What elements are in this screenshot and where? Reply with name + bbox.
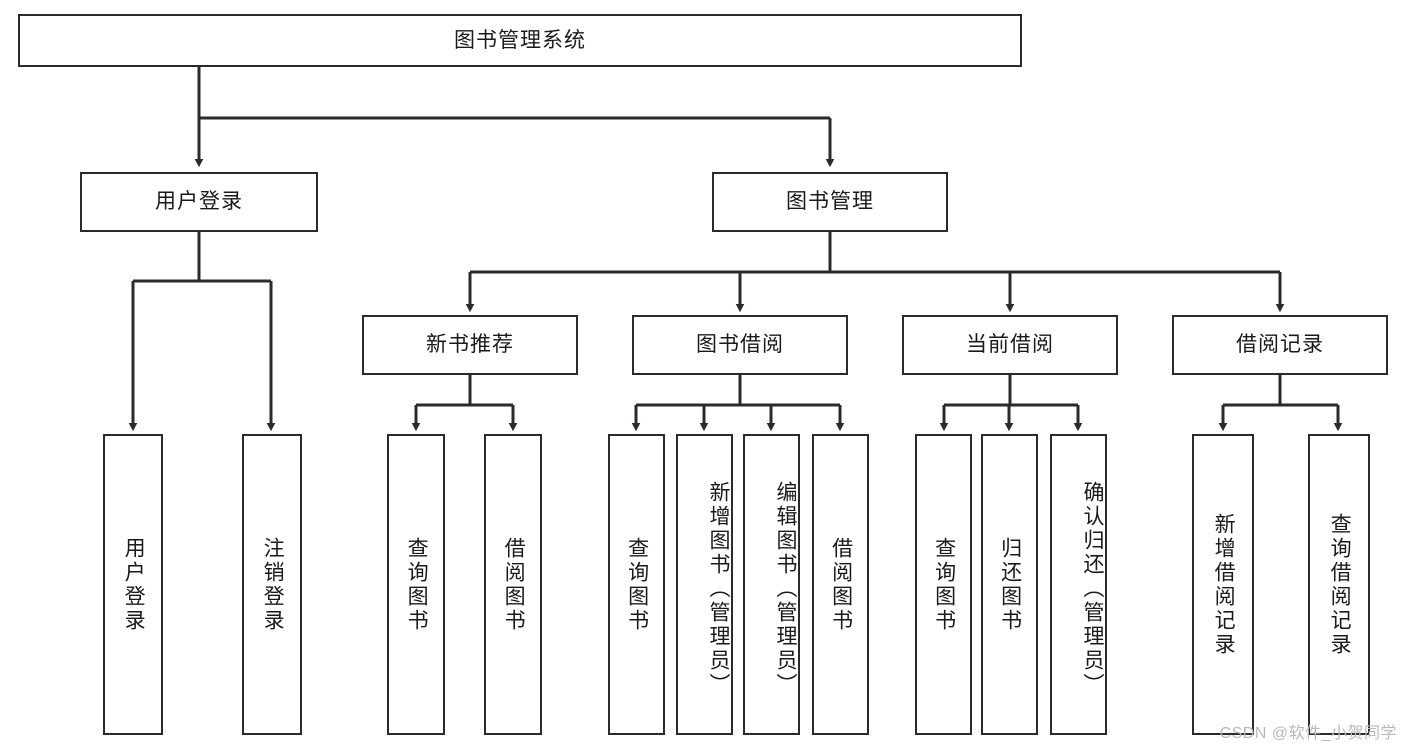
leaf-query-book-borrow[interactable]: 查询图书	[608, 434, 665, 735]
node-book-borrow[interactable]: 图书借阅	[632, 315, 848, 375]
leaf-user-logout[interactable]: 注销登录	[242, 434, 302, 735]
leaf-query-book-recommend[interactable]: 查询图书	[387, 434, 445, 735]
csdn-watermark: CSDN @软件_小贺同学	[1219, 725, 1397, 742]
node-book-manage[interactable]: 图书管理	[712, 172, 948, 232]
node-new-book-recommend[interactable]: 新书推荐	[362, 315, 578, 375]
node-user-login[interactable]: 用户登录	[80, 172, 318, 232]
leaf-confirm-return-admin[interactable]: 确认归还（管理员）	[1050, 434, 1107, 735]
leaf-add-book-admin[interactable]: 新增图书（管理员）	[676, 434, 733, 735]
leaf-edit-book-admin[interactable]: 编辑图书（管理员）	[743, 434, 800, 735]
node-current-borrow[interactable]: 当前借阅	[902, 315, 1118, 375]
node-root-system[interactable]: 图书管理系统	[18, 14, 1022, 67]
leaf-return-book[interactable]: 归还图书	[981, 434, 1038, 735]
leaf-borrow-book-recommend[interactable]: 借阅图书	[484, 434, 542, 735]
leaf-query-borrow-record[interactable]: 查询借阅记录	[1308, 434, 1370, 735]
leaf-borrow-book-borrow[interactable]: 借阅图书	[812, 434, 869, 735]
leaf-user-login[interactable]: 用户登录	[103, 434, 163, 735]
leaf-add-borrow-record[interactable]: 新增借阅记录	[1192, 434, 1254, 735]
leaf-query-book-current[interactable]: 查询图书	[915, 434, 972, 735]
node-borrow-record[interactable]: 借阅记录	[1172, 315, 1388, 375]
